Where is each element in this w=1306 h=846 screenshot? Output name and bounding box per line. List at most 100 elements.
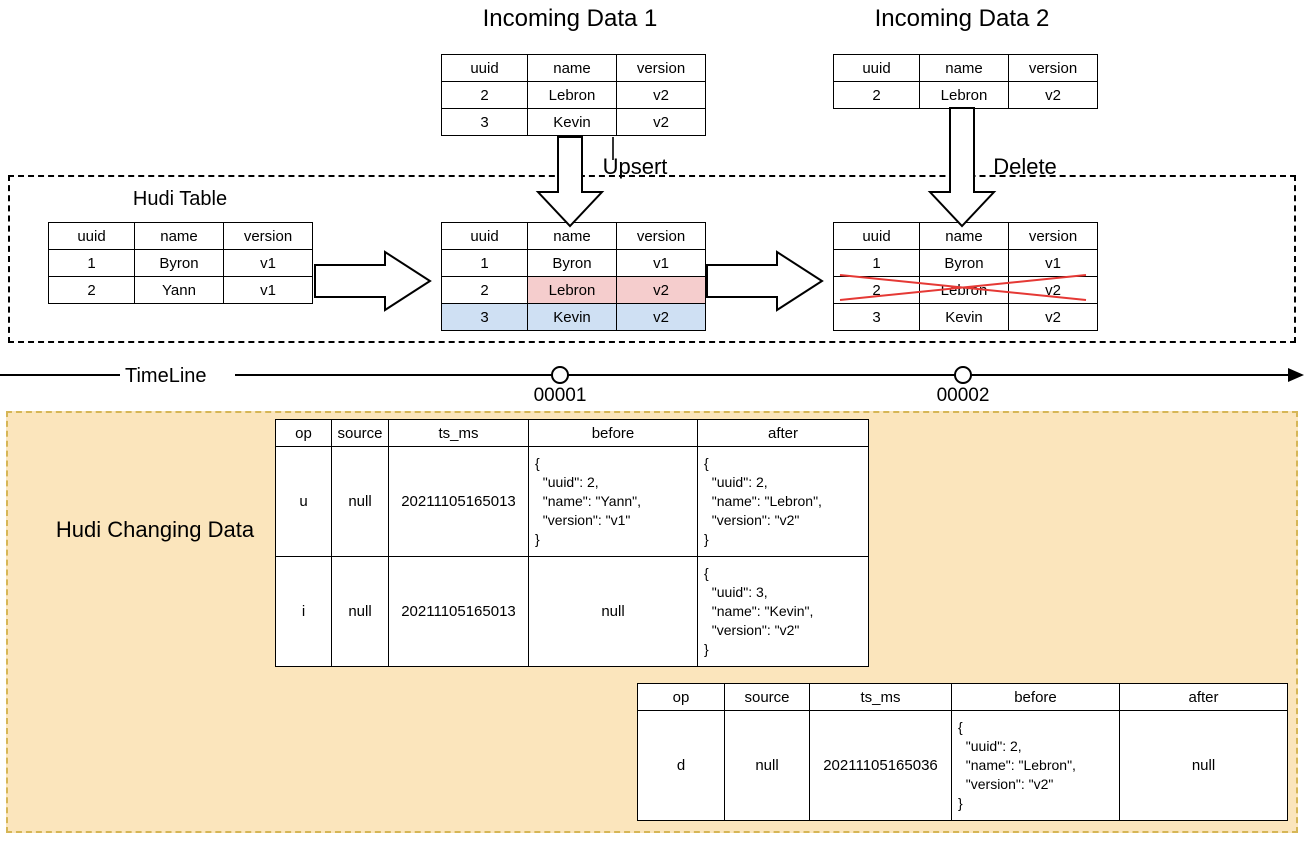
cell-version-inserted: v2 bbox=[616, 303, 706, 331]
table-header-row: uuid name version bbox=[833, 54, 1098, 82]
cell-uuid: 2 bbox=[441, 81, 528, 109]
cell-version: v2 bbox=[1008, 276, 1098, 304]
cell-source: null bbox=[331, 446, 389, 557]
col-header-source: source bbox=[331, 419, 389, 447]
cell-name: Lebron bbox=[919, 81, 1009, 109]
hudi-table-after-delete: uuid name version 1 Byron v1 2 Lebron v2… bbox=[833, 222, 1098, 331]
cell-version-updated: v2 bbox=[616, 276, 706, 304]
cell-before: { "uuid": 2, "name": "Lebron", "version"… bbox=[951, 710, 1120, 821]
table-header-row: uuid name version bbox=[441, 222, 706, 250]
cell-name: Kevin bbox=[527, 108, 617, 136]
cell-uuid: 3 bbox=[833, 303, 920, 331]
cell-before: { "uuid": 2, "name": "Yann", "version": … bbox=[528, 446, 698, 557]
timeline-marker-00001-icon bbox=[551, 366, 569, 384]
table-header-row: uuid name version bbox=[833, 222, 1098, 250]
cell-op: u bbox=[275, 446, 332, 557]
table-row: d null 20211105165036 { "uuid": 2, "name… bbox=[637, 710, 1288, 821]
table-header-row: op source ts_ms before after bbox=[275, 419, 869, 447]
table-row-inserted: 3 Kevin v2 bbox=[441, 303, 706, 331]
cell-op: i bbox=[275, 556, 332, 667]
incoming-data-2-table: uuid name version 2 Lebron v2 bbox=[833, 54, 1098, 109]
incoming-data-2-title: Incoming Data 2 bbox=[874, 5, 1050, 32]
table-row: 3 Kevin v2 bbox=[441, 108, 706, 136]
cell-name-inserted: Kevin bbox=[527, 303, 617, 331]
delete-label: Delete bbox=[993, 154, 1057, 179]
cell-version: v1 bbox=[1008, 249, 1098, 277]
cell-uuid: 2 bbox=[48, 276, 135, 304]
cell-before: null bbox=[528, 556, 698, 667]
cell-uuid-inserted: 3 bbox=[441, 303, 528, 331]
cdc-table-commit2: op source ts_ms before after d null 2021… bbox=[637, 683, 1288, 821]
col-header-op: op bbox=[637, 683, 725, 711]
timeline-marker-00002-label: 00002 bbox=[936, 385, 990, 406]
cell-version: v2 bbox=[616, 108, 706, 136]
timeline-marker-00001-label: 00001 bbox=[533, 385, 587, 406]
cell-version: v2 bbox=[616, 81, 706, 109]
timeline-label: TimeLine bbox=[125, 365, 207, 387]
cell-name: Kevin bbox=[919, 303, 1009, 331]
hudi-table-before-wrap: uuid name version 1 Byron v1 2 Yann v1 bbox=[48, 222, 313, 304]
cell-uuid: 3 bbox=[441, 108, 528, 136]
incoming-data-1-table-wrap: uuid name version 2 Lebron v2 3 Kevin v2 bbox=[441, 54, 706, 136]
table-row: 1 Byron v1 bbox=[833, 249, 1098, 277]
cell-ts-ms: 20211105165036 bbox=[809, 710, 952, 821]
cell-after: null bbox=[1119, 710, 1288, 821]
col-header-name: name bbox=[527, 54, 617, 82]
col-header-version: version bbox=[616, 54, 706, 82]
cell-uuid: 2 bbox=[833, 81, 920, 109]
cell-name-updated: Lebron bbox=[527, 276, 617, 304]
cell-op: d bbox=[637, 710, 725, 821]
cdc-table-commit1: op source ts_ms before after u null 2021… bbox=[275, 419, 869, 667]
cell-name: Byron bbox=[527, 249, 617, 277]
col-header-before: before bbox=[528, 419, 698, 447]
incoming-data-1-table: uuid name version 2 Lebron v2 3 Kevin v2 bbox=[441, 54, 706, 136]
cdc-table-commit2-wrap: op source ts_ms before after d null 2021… bbox=[637, 683, 1288, 821]
cell-name: Yann bbox=[134, 276, 224, 304]
table-row: 2 Lebron v2 bbox=[441, 81, 706, 109]
cell-uuid: 1 bbox=[441, 249, 528, 277]
col-header-op: op bbox=[275, 419, 332, 447]
table-row: 2 Lebron v2 bbox=[833, 81, 1098, 109]
cell-version: v1 bbox=[223, 276, 313, 304]
cell-name: Byron bbox=[134, 249, 224, 277]
cell-source: null bbox=[724, 710, 810, 821]
incoming-data-2-table-wrap: uuid name version 2 Lebron v2 bbox=[833, 54, 1098, 109]
col-header-uuid: uuid bbox=[833, 54, 920, 82]
table-header-row: uuid name version bbox=[48, 222, 313, 250]
col-header-source: source bbox=[724, 683, 810, 711]
col-header-before: before bbox=[951, 683, 1120, 711]
col-header-ts-ms: ts_ms bbox=[809, 683, 952, 711]
col-header-name: name bbox=[527, 222, 617, 250]
col-header-name: name bbox=[919, 222, 1009, 250]
table-row: 1 Byron v1 bbox=[441, 249, 706, 277]
col-header-name: name bbox=[134, 222, 224, 250]
col-header-uuid: uuid bbox=[441, 54, 528, 82]
cell-version: v1 bbox=[616, 249, 706, 277]
hudi-table-after-delete-wrap: uuid name version 1 Byron v1 2 Lebron v2… bbox=[833, 222, 1098, 331]
timeline-marker-00002-icon bbox=[954, 366, 972, 384]
cell-uuid: 1 bbox=[833, 249, 920, 277]
cell-ts-ms: 20211105165013 bbox=[388, 446, 529, 557]
timeline-arrowhead-icon bbox=[1288, 368, 1304, 382]
col-header-version: version bbox=[1008, 54, 1098, 82]
cell-name: Byron bbox=[919, 249, 1009, 277]
cell-version: v2 bbox=[1008, 81, 1098, 109]
col-header-version: version bbox=[223, 222, 313, 250]
hudi-table-before: uuid name version 1 Byron v1 2 Yann v1 bbox=[48, 222, 313, 304]
cell-name: Lebron bbox=[919, 276, 1009, 304]
col-header-uuid: uuid bbox=[441, 222, 528, 250]
table-row: 1 Byron v1 bbox=[48, 249, 313, 277]
cell-uuid: 1 bbox=[48, 249, 135, 277]
table-row-deleted: 2 Lebron v2 bbox=[833, 276, 1098, 304]
col-header-ts-ms: ts_ms bbox=[388, 419, 529, 447]
cell-version: v2 bbox=[1008, 303, 1098, 331]
cell-uuid: 2 bbox=[441, 276, 528, 304]
table-row: 3 Kevin v2 bbox=[833, 303, 1098, 331]
col-header-after: after bbox=[697, 419, 869, 447]
incoming-data-1-title: Incoming Data 1 bbox=[482, 5, 658, 32]
col-header-name: name bbox=[919, 54, 1009, 82]
hudi-table-title: Hudi Table bbox=[132, 188, 228, 210]
col-header-after: after bbox=[1119, 683, 1288, 711]
cell-after: { "uuid": 2, "name": "Lebron", "version"… bbox=[697, 446, 869, 557]
hudi-changing-data-label: Hudi Changing Data bbox=[55, 517, 255, 542]
